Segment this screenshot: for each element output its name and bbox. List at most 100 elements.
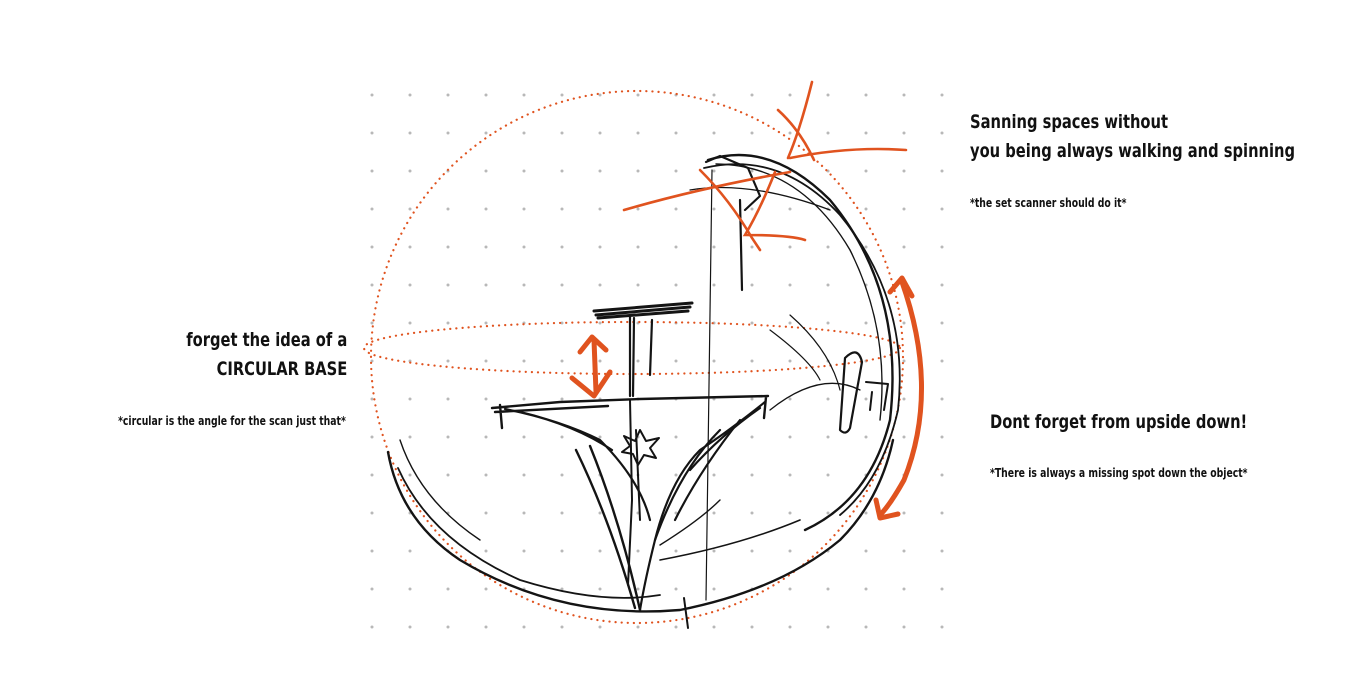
grid-dot [750, 283, 754, 287]
grid-dot [446, 587, 450, 591]
grid-dot [598, 511, 602, 515]
grid-dot [446, 473, 450, 477]
grid-dot [598, 359, 602, 363]
grid-dot [902, 321, 906, 325]
grid-dot [750, 435, 754, 439]
grid-dot [750, 245, 754, 249]
grid-dot [750, 549, 754, 553]
grid-dot [750, 359, 754, 363]
grid-dot [788, 397, 792, 401]
grid-dot [370, 169, 374, 173]
grid-dot [560, 397, 564, 401]
grid-dot [484, 435, 488, 439]
grid-dot [408, 435, 412, 439]
grid-dot [826, 131, 830, 135]
grid-dot [560, 283, 564, 287]
grid-dot [864, 131, 868, 135]
grid-dot [446, 207, 450, 211]
grid-dot [940, 169, 944, 173]
grid-dot [674, 131, 678, 135]
grid-dot [864, 93, 868, 97]
left-note-line2: CIRCULAR BASE [216, 358, 347, 381]
grid-dot [598, 587, 602, 591]
grid-dot [408, 587, 412, 591]
grid-dot [940, 207, 944, 211]
grid-dot [750, 397, 754, 401]
grid-dot [750, 473, 754, 477]
grid-dot [370, 283, 374, 287]
grid-dot [522, 131, 526, 135]
grid-dot [522, 169, 526, 173]
grid-dot [484, 93, 488, 97]
grid-dot [560, 93, 564, 97]
grid-dot [408, 473, 412, 477]
grid-dot [902, 549, 906, 553]
grid-dot [788, 93, 792, 97]
grid-dot [902, 131, 906, 135]
bottom-right-title: Dont forget from upside down! [990, 411, 1248, 433]
double-arrow-vertical-icon [569, 334, 613, 399]
grid-dot [788, 587, 792, 591]
grid-dot [712, 245, 716, 249]
grid-dot [826, 397, 830, 401]
grid-dot [560, 169, 564, 173]
grid-dot [788, 473, 792, 477]
grid-dot [864, 625, 868, 629]
grid-dot [598, 131, 602, 135]
grid-dot [446, 397, 450, 401]
grid-dot [750, 511, 754, 515]
grid-dot [560, 587, 564, 591]
grid-dot [674, 359, 678, 363]
grid-dot [636, 93, 640, 97]
grid-dot [902, 207, 906, 211]
grid-dot [446, 283, 450, 287]
grid-dot [864, 321, 868, 325]
grid-dot [370, 397, 374, 401]
grid-dot [484, 397, 488, 401]
grid-dot [522, 511, 526, 515]
grid-dot [940, 93, 944, 97]
scan-equator-ellipse [362, 320, 902, 376]
grid-dot [560, 625, 564, 629]
grid-dot [446, 359, 450, 363]
grid-dot [902, 587, 906, 591]
grid-dot [484, 511, 488, 515]
grid-dot [636, 245, 640, 249]
grid-dot [408, 131, 412, 135]
grid-dot [636, 169, 640, 173]
grid-dot [864, 207, 868, 211]
grid-dot [484, 169, 488, 173]
grid-dot [484, 207, 488, 211]
grid-dot [560, 511, 564, 515]
grid-dot [826, 435, 830, 439]
grid-dot [788, 359, 792, 363]
grid-dot [446, 321, 450, 325]
grid-dot [712, 169, 716, 173]
grid-dot [788, 435, 792, 439]
grid-dot [560, 473, 564, 477]
grid-dot [446, 625, 450, 629]
grid-dot [674, 169, 678, 173]
tripod-scanner-drawing [386, 153, 901, 629]
top-right-footnote: *the set scanner should do it* [970, 196, 1127, 210]
grid-dot [560, 245, 564, 249]
grid-dot [940, 435, 944, 439]
top-right-note-line2: you being always walking and spinning [970, 140, 1296, 163]
grid-dot [788, 625, 792, 629]
grid-dot [902, 359, 906, 363]
grid-dot [712, 587, 716, 591]
grid-dot [446, 245, 450, 249]
grid-dot [864, 397, 868, 401]
grid-dot [484, 359, 488, 363]
grid-dot [484, 245, 488, 249]
grid-dot [674, 511, 678, 515]
grid-dot [636, 207, 640, 211]
grid-dot [598, 169, 602, 173]
grid-dot [826, 321, 830, 325]
grid-dot [750, 169, 754, 173]
grid-dot [940, 625, 944, 629]
grid-dot [864, 169, 868, 173]
grid-dot [674, 245, 678, 249]
grid-dot [598, 549, 602, 553]
grid-dot [864, 511, 868, 515]
